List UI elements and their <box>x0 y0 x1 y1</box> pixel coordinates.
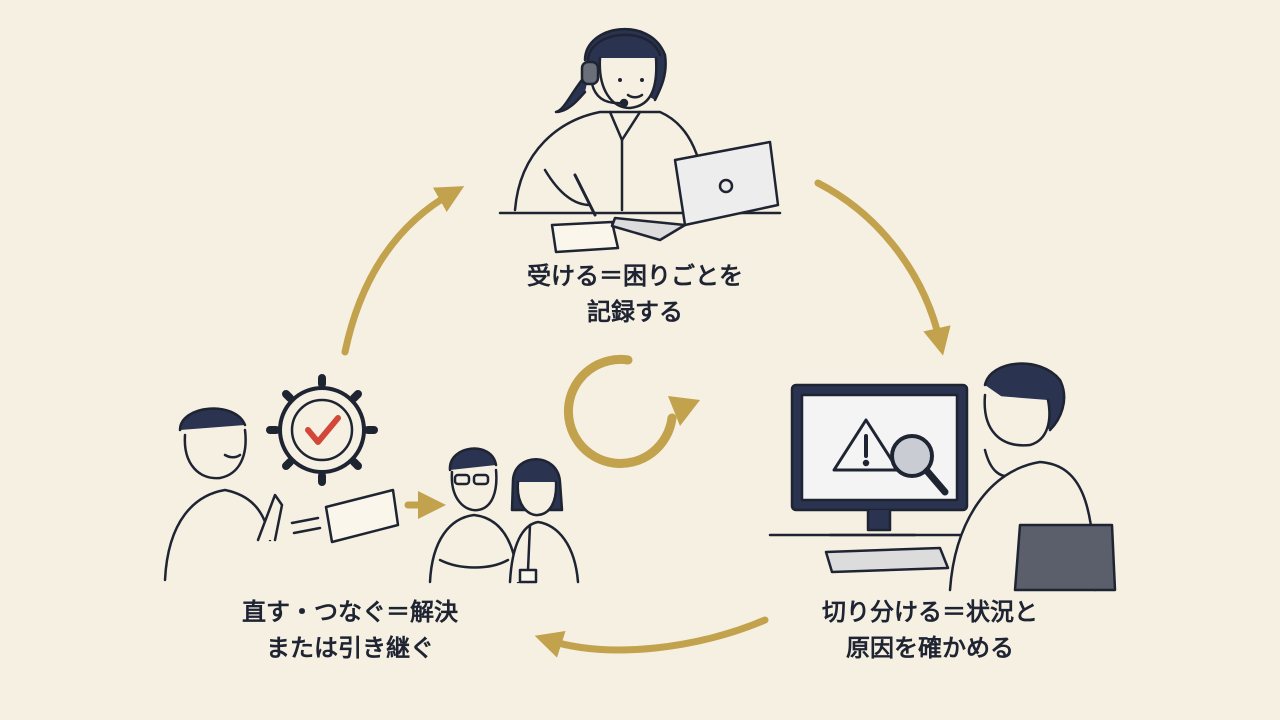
step-resolve-line2: または引き継ぐ <box>266 634 434 662</box>
step-receive-line1: 受ける＝困りごとを <box>527 262 743 290</box>
step-isolate-line1: 切り分ける＝状況と <box>822 598 1038 626</box>
arrow-resolve-to-receive <box>341 186 465 356</box>
step-isolate-label: 切り分ける＝状況と 原因を確かめる <box>790 594 1070 666</box>
laptop-icon <box>610 140 780 242</box>
gear-check-icon <box>266 374 378 486</box>
ticket-icon <box>324 488 400 544</box>
arrow-receive-to-isolate <box>814 179 951 356</box>
magnifier-icon <box>890 434 949 496</box>
step-resolve-label: 直す・つなぐ＝解決 または引き継ぐ <box>200 594 500 666</box>
cycle-icon <box>563 354 700 468</box>
headset-icon <box>580 33 662 108</box>
diagnosis-illustration <box>768 362 1117 592</box>
step-isolate-line2: 原因を確かめる <box>846 634 1014 662</box>
operator-illustration <box>498 27 782 254</box>
arrow-isolate-to-resolve <box>534 616 769 658</box>
step-receive-label: 受ける＝困りごとを 記録する <box>480 258 790 330</box>
step-receive-line2: 記録する <box>587 298 683 326</box>
step-resolve-line1: 直す・つなぐ＝解決 <box>242 598 458 626</box>
handoff-illustration <box>163 374 580 584</box>
warning-icon <box>832 418 900 472</box>
